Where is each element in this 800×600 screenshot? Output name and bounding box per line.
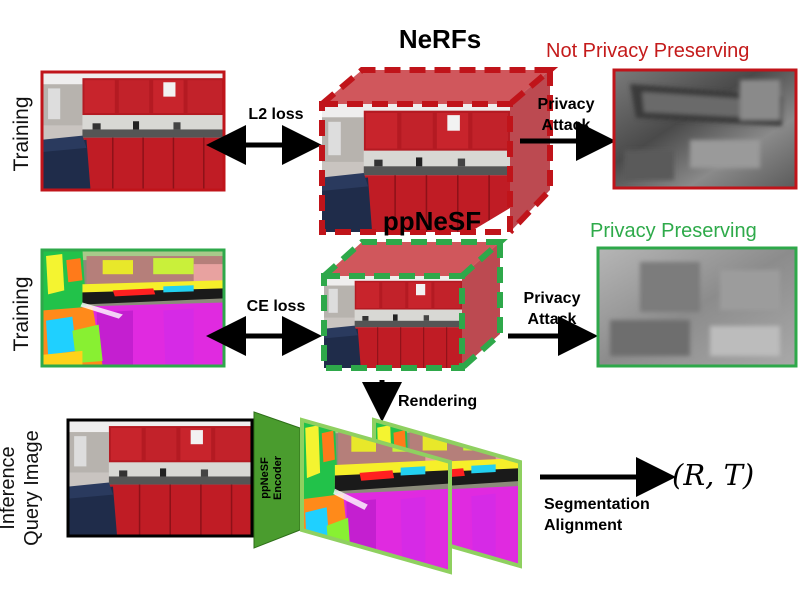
inference-label-line1: Inference <box>0 446 19 530</box>
encoder-label-line1: ppNeSF <box>259 457 271 499</box>
l2-loss-label: L2 loss <box>248 106 304 123</box>
privacy-attack-line2: Attack <box>527 311 577 328</box>
training-rgb-image <box>40 70 226 192</box>
row-label-nerf-training: Training <box>10 96 33 172</box>
pose-output: (R, T) <box>672 458 755 492</box>
privacy-attack-label-ppnesf: Privacy Attack <box>506 288 598 330</box>
privacy-attack-line2: Attack <box>541 117 591 134</box>
ce-loss-label: CE loss <box>246 298 306 315</box>
ppnesf-encoder-label: ppNeSF Encoder <box>259 433 295 523</box>
nerf-cube <box>319 67 559 235</box>
ppnesf-attack-reconstruction <box>596 246 798 368</box>
row-label-inference: Inference Query Image <box>0 428 48 548</box>
query-image <box>66 418 254 538</box>
rendered-segmentation-stack <box>300 417 522 575</box>
training-segmentation-image <box>40 248 226 368</box>
rendering-label: Rendering <box>398 393 478 410</box>
nerf-title: NeRFs <box>398 24 482 54</box>
segmentation-alignment-label: Segmentation Alignment <box>544 494 704 536</box>
privacy-preserving-label: Privacy Preserving <box>590 220 757 242</box>
alignment-line2: Alignment <box>544 517 623 534</box>
privacy-attack-line1: Privacy <box>537 96 595 113</box>
encoder-label-line2: Encoder <box>272 456 284 501</box>
alignment-line1: Segmentation <box>544 496 650 513</box>
row-label-ppnesf-training: Training <box>10 276 33 352</box>
privacy-attack-line1: Privacy <box>523 290 581 307</box>
privacy-attack-label-nerf: Privacy Attack <box>520 94 612 136</box>
nerf-attack-reconstruction <box>612 68 798 190</box>
inference-label-line2: Query Image <box>21 430 43 546</box>
ppnesf-cube <box>321 239 508 371</box>
not-privacy-preserving-label: Not Privacy Preserving <box>546 40 750 62</box>
ppnesf-title: ppNeSF <box>382 206 482 236</box>
